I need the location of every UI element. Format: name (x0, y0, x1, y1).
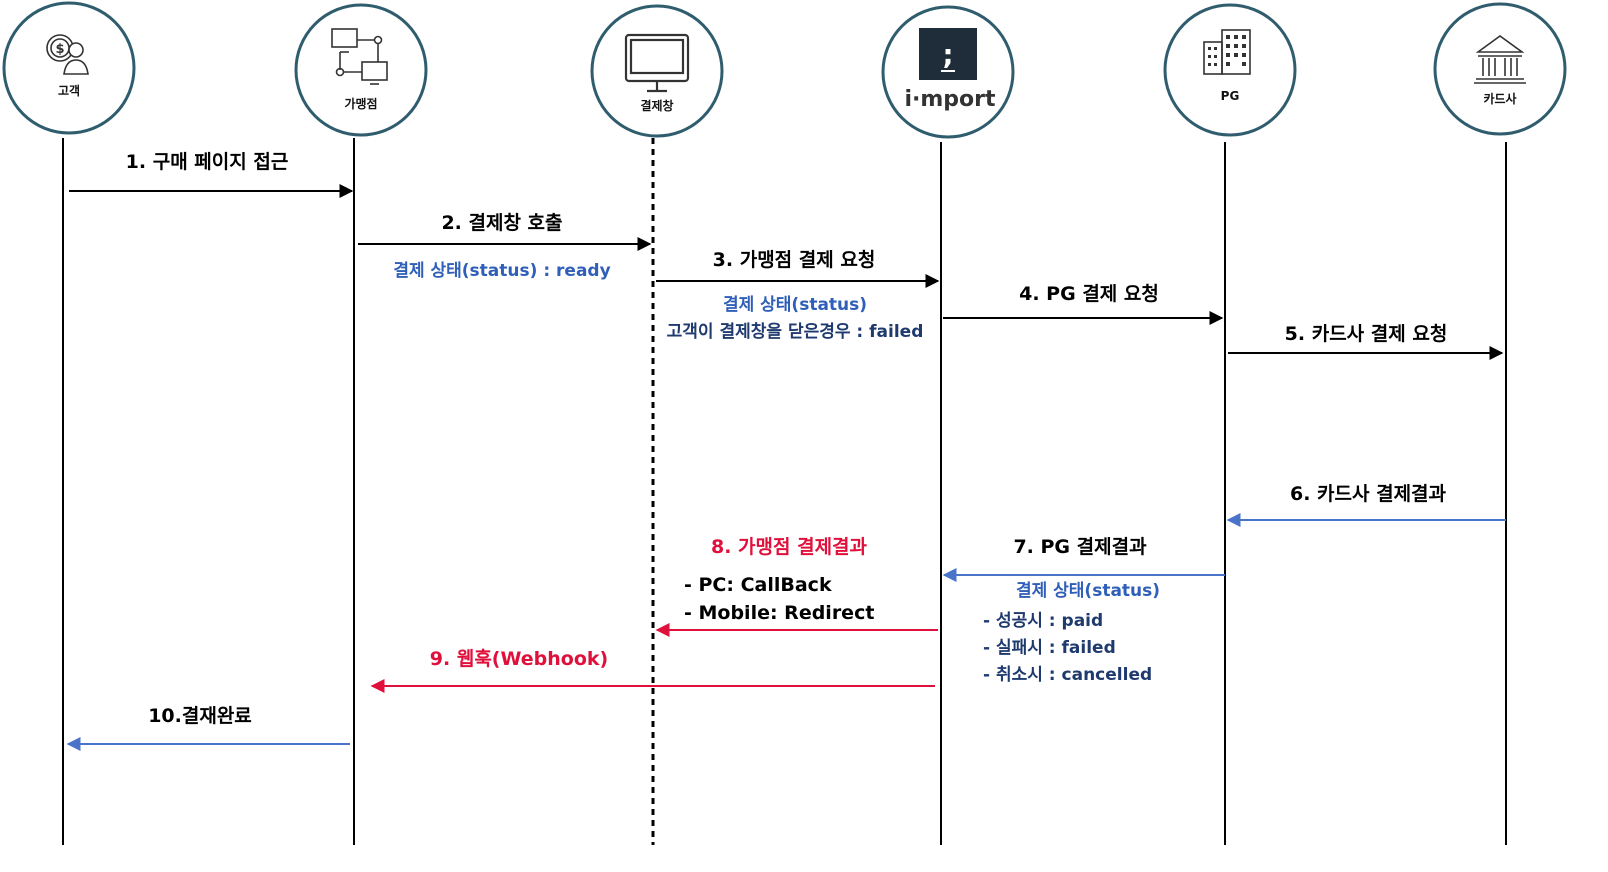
svg-text:;: ; (942, 38, 953, 71)
actor-customer: $ 고객 (2, 1, 136, 135)
actor-label-card-company: 카드사 (1483, 91, 1516, 106)
actor-card-company: 카드사 (1433, 2, 1567, 136)
network-computers-icon (331, 28, 388, 85)
actor-label-customer: 고객 (58, 84, 80, 98)
message-8-label: 8. 가맹점 결제결과 (711, 536, 868, 558)
message-7-status-cancelled: - 취소시 : cancelled (983, 664, 1152, 685)
message-3-status-title: 결제 상태(status) (723, 295, 867, 315)
actor-label-pg: PG (1221, 89, 1240, 103)
actor-iamport: ; i·mport (881, 5, 1015, 139)
bank-icon (1474, 35, 1526, 84)
message-7-status-title: 결제 상태(status) (1016, 581, 1160, 601)
iamport-logo-text: i·mport (904, 87, 996, 112)
message-5-label: 5. 카드사 결제 요청 (1285, 323, 1448, 345)
message-4-label: 4. PG 결제 요청 (1019, 283, 1159, 305)
message-9-label: 9. 웹훅(Webhook) (430, 647, 608, 670)
message-8-pc: - PC: CallBack (684, 574, 832, 596)
actor-label-payment-window: 결제창 (640, 98, 673, 113)
iamport-logo: ; i·mport (904, 28, 996, 112)
building-icon (1203, 29, 1251, 75)
message-10-label: 10.결재완료 (148, 705, 252, 727)
message-3-status-detail: 고객이 결제창을 닫은경우 : failed (667, 322, 924, 342)
message-8-mobile: - Mobile: Redirect (684, 602, 874, 624)
message-7-label: 7. PG 결제결과 (1013, 536, 1147, 558)
message-2-status: 결제 상태(status) : ready (393, 261, 610, 281)
svg-text:$: $ (55, 42, 64, 57)
message-6-label: 6. 카드사 결제결과 (1290, 483, 1447, 505)
customer-coin-icon: $ (46, 34, 89, 75)
actor-label-merchant: 가맹점 (344, 96, 377, 111)
message-7-status-paid: - 성공시 : paid (983, 611, 1103, 631)
actor-payment-window: 결제창 (590, 4, 724, 138)
monitor-icon (624, 33, 690, 93)
message-1-label: 1. 구매 페이지 접근 (126, 151, 289, 173)
message-3-label: 3. 가맹점 결제 요청 (713, 249, 876, 271)
actor-pg: PG (1163, 3, 1297, 137)
message-2-label: 2. 결제창 호출 (441, 212, 562, 234)
actor-merchant: 가맹점 (294, 3, 428, 137)
message-7-status-failed: - 실패시 : failed (983, 638, 1116, 658)
